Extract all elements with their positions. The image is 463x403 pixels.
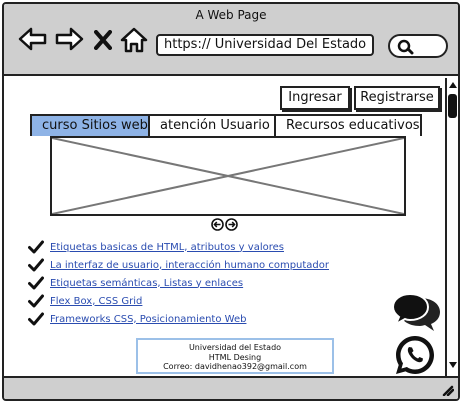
search-button[interactable] — [388, 34, 448, 58]
feature-link[interactable]: Flex Box, CSS Grid — [50, 295, 143, 307]
list-item: Etiquetas basicas de HTML, atributos y v… — [28, 238, 329, 256]
register-button[interactable]: Registrarse — [354, 86, 440, 110]
tab-bar: curso Sitios web atención Usuario Recurs… — [30, 114, 422, 136]
list-item: Flex Box, CSS Grid — [28, 292, 329, 310]
carousel-prev-icon[interactable] — [211, 218, 224, 231]
footer-info: Universidad del Estado HTML Desing Corre… — [136, 338, 334, 374]
browser-titlebar: A Web Page https:// Universidad Del Esta… — [4, 4, 458, 76]
window-title: A Web Page — [195, 8, 267, 22]
feature-link[interactable]: Frameworks CSS, Posicionamiento Web — [50, 313, 247, 325]
checkmark-icon — [28, 240, 44, 254]
url-input[interactable]: https:// Universidad Del Estado — [156, 34, 374, 56]
search-icon — [397, 39, 414, 55]
list-item: Etiquetas semánticas, Listas y enlaces — [28, 274, 329, 292]
back-arrow-icon[interactable] — [18, 26, 48, 52]
browser-window: A Web Page https:// Universidad Del Esta… — [2, 2, 460, 401]
scroll-thumb[interactable] — [448, 94, 457, 118]
close-x-icon[interactable] — [94, 30, 112, 50]
chat-bubbles-icon[interactable] — [390, 292, 444, 332]
list-item: La interfaz de usuario, interacción huma… — [28, 256, 329, 274]
feature-link[interactable]: Etiquetas semánticas, Listas y enlaces — [50, 277, 244, 289]
scroll-up-arrow-icon[interactable] — [448, 80, 458, 90]
footer-university: Universidad del Estado — [188, 343, 282, 352]
page-content: Ingresar Registrarse curso Sitios web at… — [4, 78, 444, 376]
tab-atencion-usuario[interactable]: atención Usuario — [150, 116, 276, 136]
carousel-controls — [211, 218, 238, 231]
carousel-next-icon[interactable] — [225, 218, 238, 231]
whatsapp-icon[interactable] — [394, 334, 436, 376]
checkmark-icon — [28, 276, 44, 290]
checkmark-icon — [28, 258, 44, 272]
resize-grip-icon[interactable] — [438, 384, 454, 396]
tab-recursos-educativos[interactable]: Recursos educativos — [276, 116, 420, 136]
list-item: Frameworks CSS, Posicionamiento Web — [28, 310, 329, 328]
checkmark-icon — [28, 312, 44, 326]
status-bar — [4, 376, 458, 399]
tab-curso-sitios-web[interactable]: curso Sitios web — [32, 116, 150, 136]
scroll-down-arrow-icon[interactable] — [448, 360, 458, 370]
home-icon[interactable] — [120, 26, 148, 54]
login-button[interactable]: Ingresar — [280, 86, 350, 110]
image-placeholder-cross — [51, 137, 405, 215]
feature-list: Etiquetas basicas de HTML, atributos y v… — [28, 238, 329, 328]
image-placeholder — [50, 136, 406, 216]
forward-arrow-icon[interactable] — [54, 26, 84, 52]
footer-subtitle: HTML Desing — [208, 352, 262, 362]
checkmark-icon — [28, 294, 44, 308]
feature-link[interactable]: Etiquetas basicas de HTML, atributos y v… — [50, 241, 284, 253]
feature-link[interactable]: La interfaz de usuario, interacción huma… — [50, 259, 329, 271]
vertical-scrollbar[interactable] — [445, 78, 458, 376]
footer-email: Correo: davidhenao392@gmail.com — [163, 362, 307, 371]
